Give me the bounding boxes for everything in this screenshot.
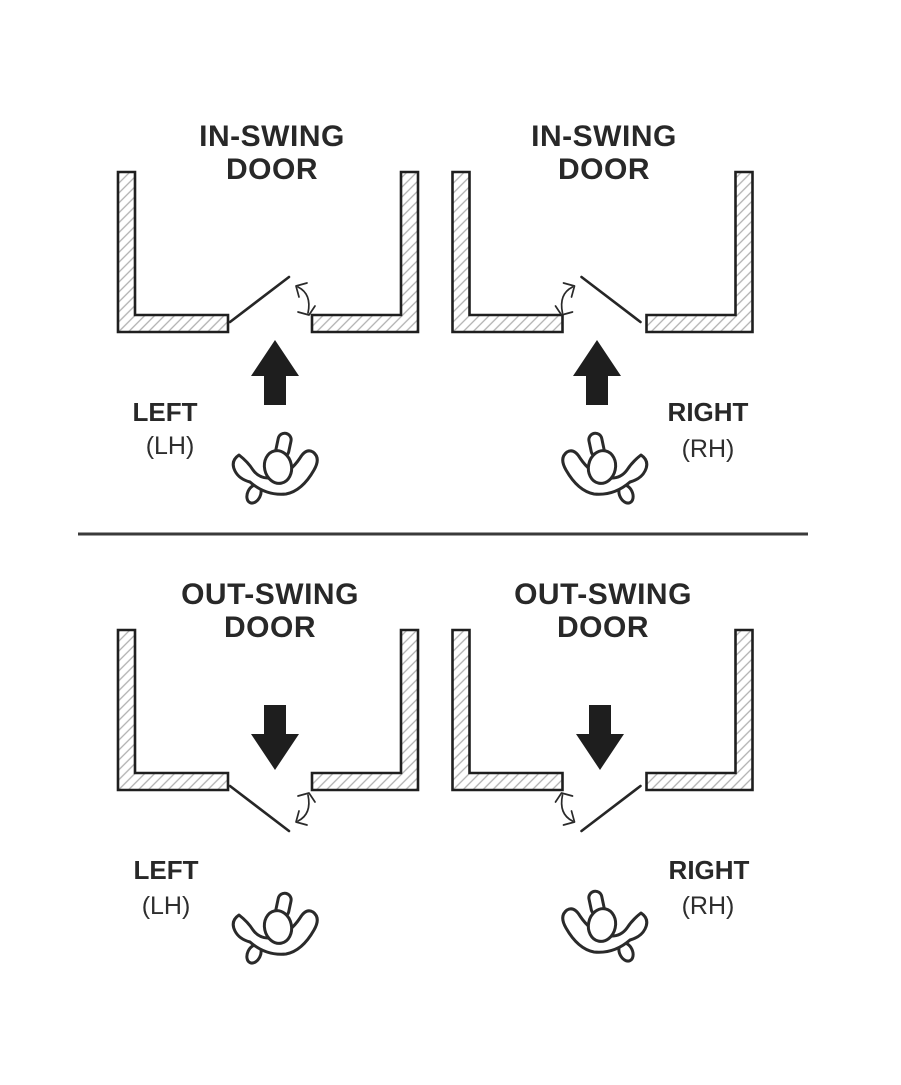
room-walls [116,170,420,334]
title-line-1: OUT-SWING [514,578,692,611]
hand-label: RIGHT [668,855,750,885]
quadrant-title: OUT-SWING DOOR [463,578,743,644]
door-leaf-swing-arc-icon [554,784,642,833]
quadrant-title: OUT-SWING DOOR [130,578,410,644]
title-line-1: IN-SWING [531,120,677,153]
direction-arrow-icon [251,705,299,770]
title-line-1: IN-SWING [199,120,345,153]
hand-abbr-label: (LH) [141,892,191,920]
hand-abbr-label: (LH) [145,432,195,460]
title-line-2: DOOR [557,611,649,644]
door-leaf-swing-arc-icon [228,275,317,324]
door-leaf-swing-arc-icon [228,784,317,833]
hand-abbr-label: (RH) [681,435,735,463]
title-line-1: OUT-SWING [181,578,359,611]
title-line-2: DOOR [226,153,318,186]
title-line-2: DOOR [558,153,650,186]
hand-abbr-label: (RH) [681,892,735,920]
title-line-2: DOOR [224,611,316,644]
hand-label: RIGHT [667,397,749,427]
direction-arrow-icon [573,340,621,405]
direction-arrow-icon [576,705,624,770]
hand-label: LEFT [133,855,199,885]
direction-arrow-icon [251,340,299,405]
quadrant-title: IN-SWING DOOR [132,120,412,186]
quadrant-title: IN-SWING DOOR [464,120,744,186]
door-leaf-swing-arc-icon [554,275,642,324]
hand-label: LEFT [132,397,198,427]
room-walls [451,170,754,334]
